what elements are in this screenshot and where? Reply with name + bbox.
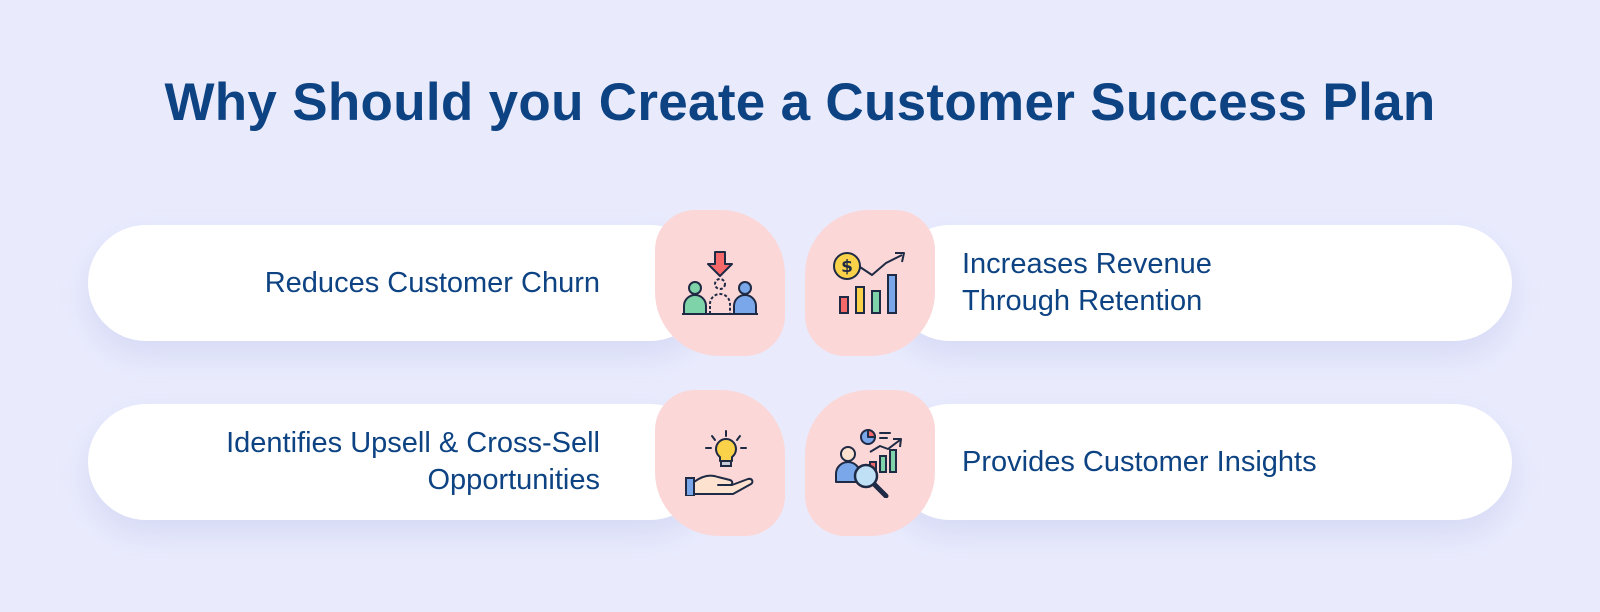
benefit-card-reduces-churn: Reduces Customer Churn <box>88 225 708 341</box>
benefit-label-line: Through Retention <box>962 285 1203 317</box>
benefit-label: Increases Revenue Through Retention <box>962 225 1212 341</box>
svg-text:$: $ <box>841 257 853 277</box>
benefit-label-line: Increases Revenue <box>962 248 1212 280</box>
benefit-card-upsell-opportunities: Identifies Upsell & Cross-Sell Opportuni… <box>88 404 708 520</box>
customer-churn-icon <box>655 210 785 356</box>
revenue-growth-chart-icon: $ <box>805 210 935 356</box>
page-title: Why Should you Create a Customer Success… <box>164 73 1436 132</box>
benefit-label-line: Provides Customer Insights <box>962 445 1317 478</box>
lightbulb-hand-icon <box>655 390 785 536</box>
benefit-card-customer-insights: Provides Customer Insights <box>892 404 1512 520</box>
benefit-label: Reduces Customer Churn <box>265 225 600 341</box>
benefit-label-line: Opportunities <box>427 464 601 496</box>
benefit-label: Provides Customer Insights <box>962 404 1317 520</box>
benefit-label-line: Identifies Upsell & Cross-Sell <box>226 427 600 459</box>
benefit-label-line: Reduces Customer Churn <box>264 266 600 299</box>
benefit-card-increases-revenue: Increases Revenue Through Retention <box>892 225 1512 341</box>
benefit-label: Identifies Upsell & Cross-Sell Opportuni… <box>226 404 600 520</box>
customer-insights-icon <box>805 390 935 536</box>
